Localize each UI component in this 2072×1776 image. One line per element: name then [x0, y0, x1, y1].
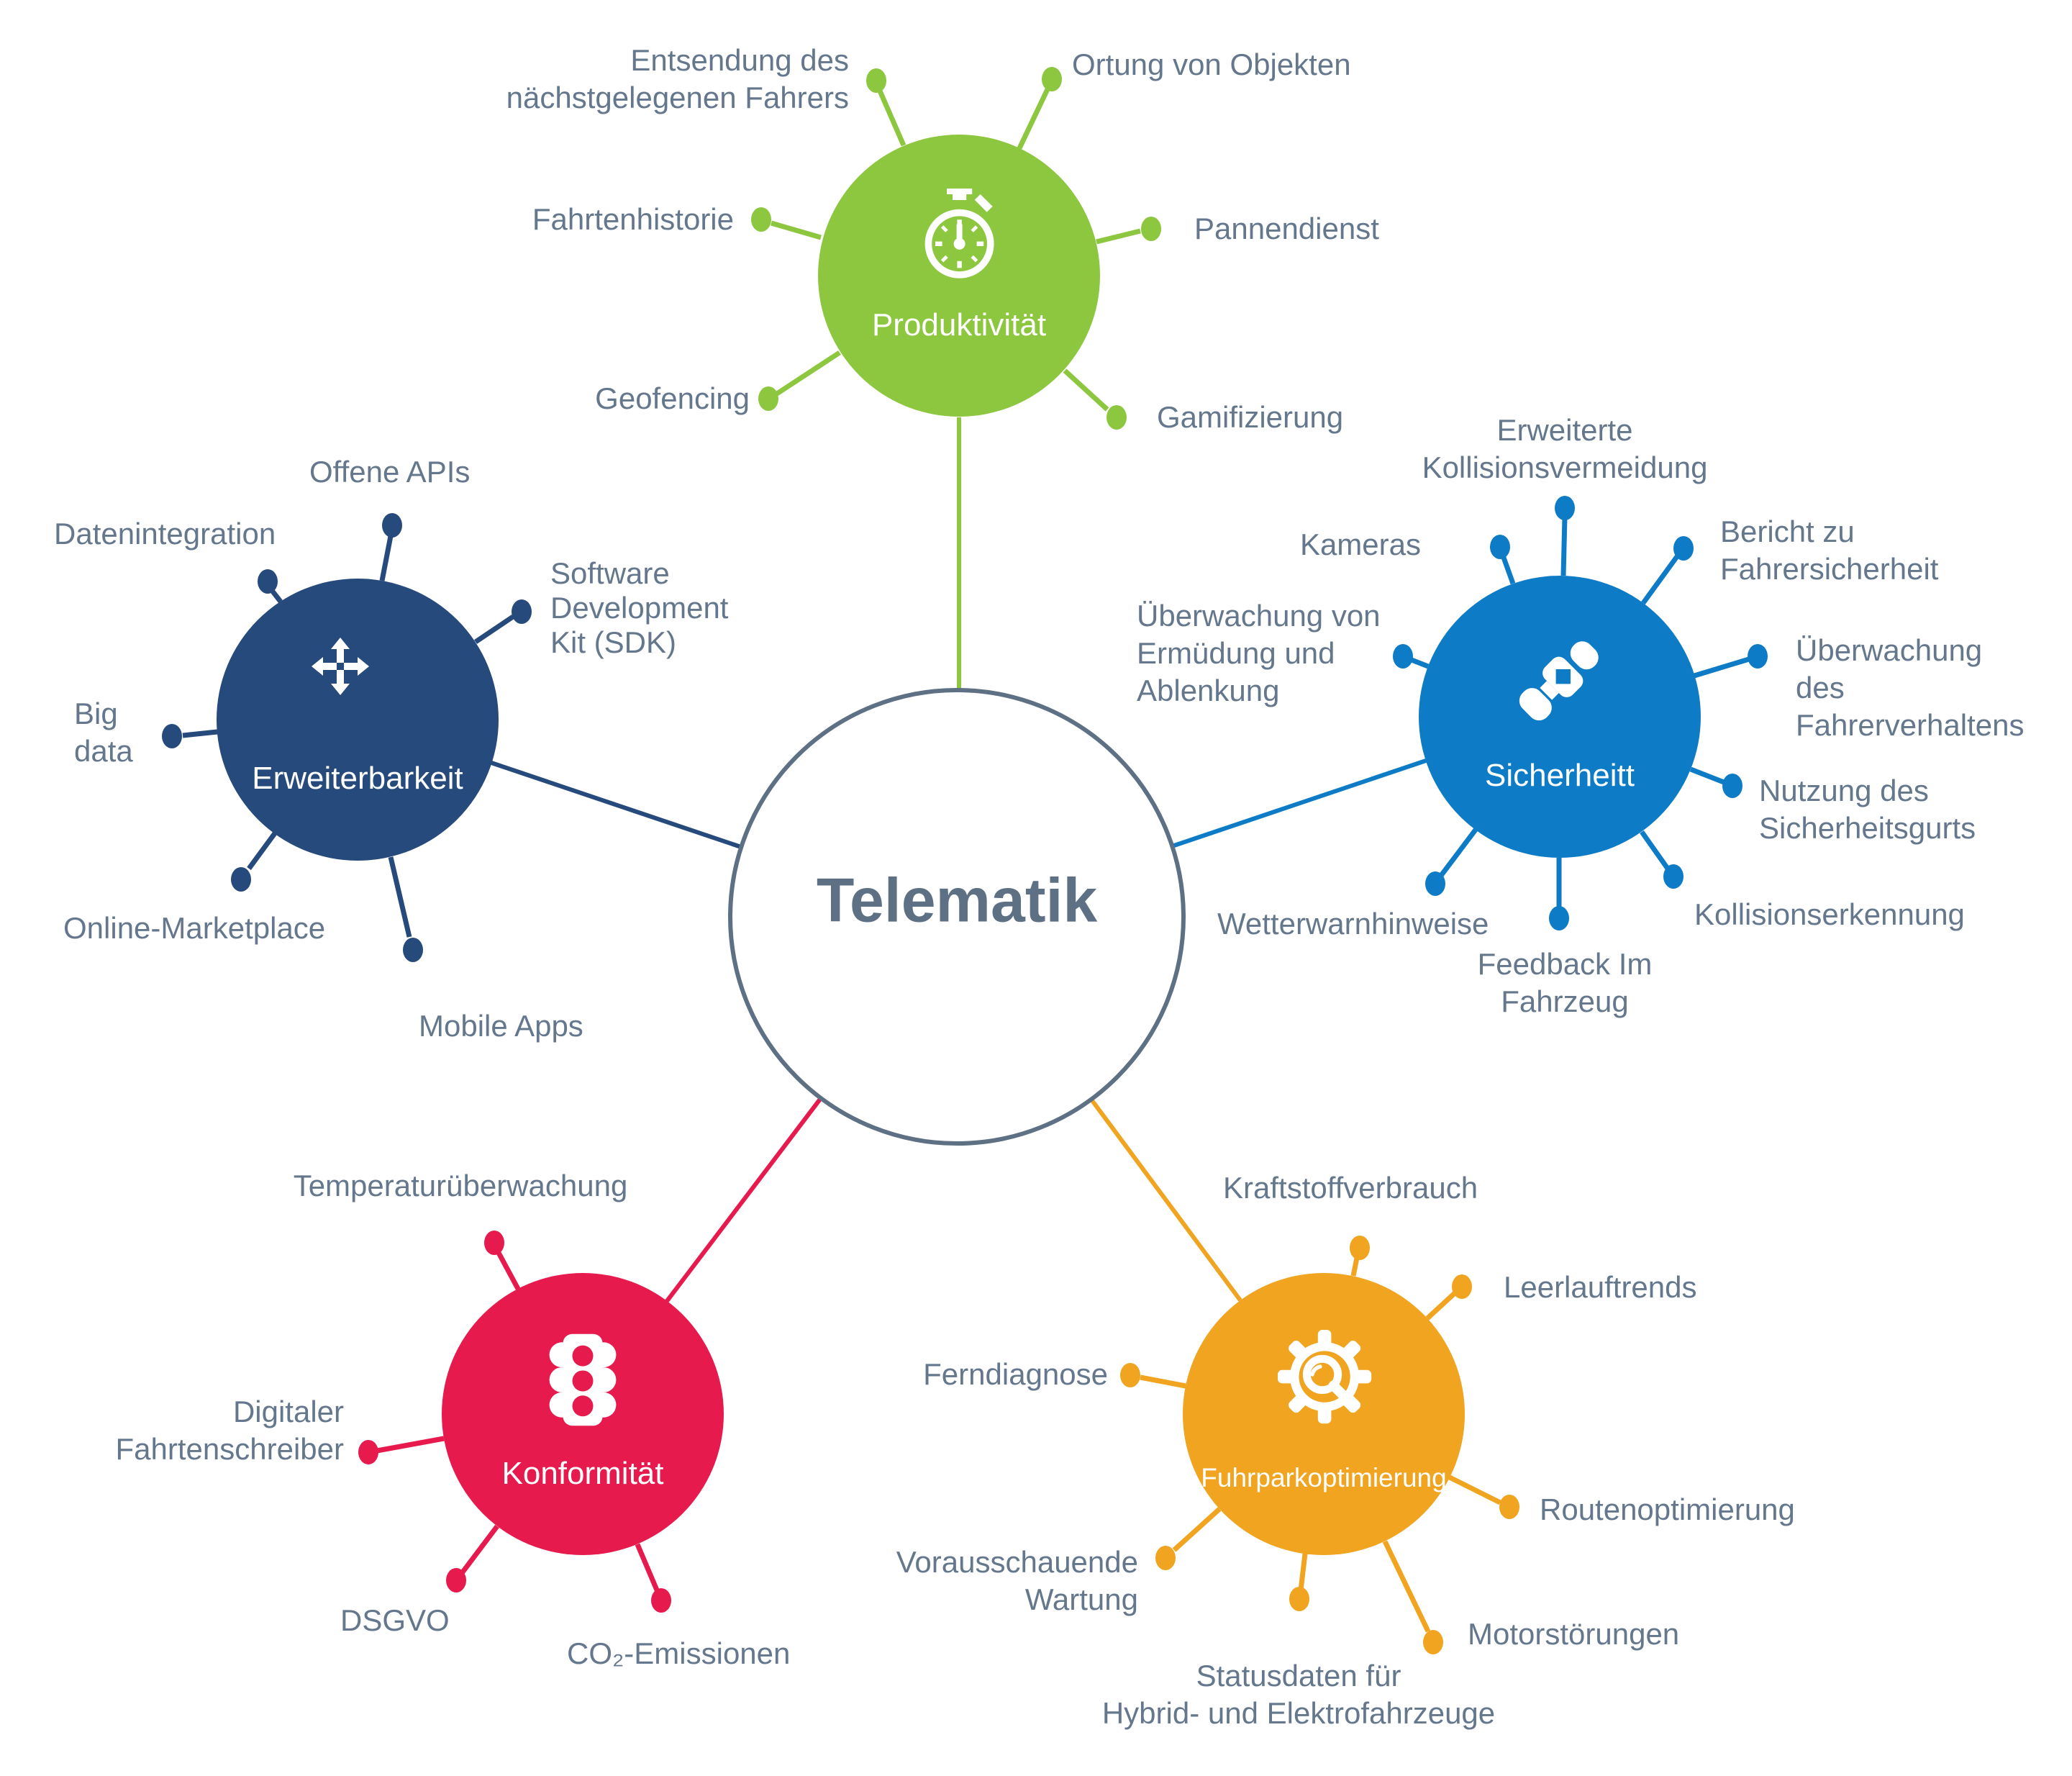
stopwatch-icon — [924, 189, 994, 278]
spoke-label-ueberwachung-fahrerverhalten: Überwachung des Fahrerverhaltens — [1796, 633, 2025, 742]
erweiterbarkeit-spoke-lines — [182, 535, 514, 938]
spoke-label-routenoptimierung: Routenoptimierung — [1540, 1492, 1795, 1526]
fuhrparkoptimierung-spoke-dots — [1120, 1236, 1519, 1654]
spoke-label-gamifizierung: Gamifizierung — [1157, 400, 1344, 434]
spoke-label-digitaler-fahrtenschreiber: Digitaler Fahrtenschreiber — [115, 1395, 344, 1466]
traffic-light-icon — [549, 1333, 617, 1426]
sicherheitt-spoke-dots — [1393, 496, 1768, 930]
spoke-label-online-marketplace: Online-Marketplace — [63, 911, 326, 945]
gear-magnifier-icon — [1278, 1330, 1372, 1424]
spoke-label-entsendung: Entsendung des nächstgelegenen Fahrers — [506, 43, 849, 114]
spoke-label-sdk: Software Development Kit (SDK) — [550, 556, 729, 659]
cluster-title-fuhrparkoptimierung: Fuhrparkoptimierung — [1201, 1463, 1447, 1492]
spoke-label-erweiterte-kollisionsvermeidung: Erweiterte Kollisionsvermeidung — [1422, 413, 1708, 484]
spoke-label-nutzung-sicherheitsgurt: Nutzung des Sicherheitsgurts — [1759, 774, 1976, 845]
telematik-hub — [728, 688, 1186, 1146]
produktivitaet-spoke-lines — [771, 88, 1141, 412]
spoke-label-vorausschauende-wartung: Vorausschauende Wartung — [896, 1545, 1138, 1616]
spoke-label-statusdaten: Statusdaten für Hybrid- und Elektrofahrz… — [1101, 1659, 1496, 1730]
spoke-label-fahrtenhistorie: Fahrtenhistorie — [532, 202, 734, 236]
spoke-label-kraftstoffverbrauch: Kraftstoffverbrauch — [1223, 1171, 1478, 1205]
spoke-label-pannendienst: Pannendienst — [1194, 212, 1379, 245]
spoke-label-dsgvo: DSGVO — [340, 1603, 450, 1637]
spoke-label-mobile-apps: Mobile Apps — [419, 1009, 583, 1043]
spoke-label-feedback-im-fahrzeug: Feedback Im Fahrzeug — [1477, 947, 1653, 1018]
sicherheitt-node — [1419, 576, 1701, 858]
spoke-label-wetterwarnhinweise: Wetterwarnhinweise — [1217, 907, 1489, 941]
sicherheitt-spoke-lines — [1410, 516, 1750, 908]
cluster-title-erweiterbarkeit: Erweiterbarkeit — [252, 761, 463, 796]
spoke-label-ferndiagnose: Ferndiagnose — [923, 1357, 1108, 1391]
konformitaet-spoke-lines — [376, 1250, 660, 1593]
produktivitaet-spoke-dots — [751, 67, 1161, 430]
spoke-label-ueberwachung-ermuedung: Überwachung von Ermüdung und Ablenkung — [1137, 599, 1381, 707]
spoke-label-datenintegration: Datenintegration — [54, 517, 276, 551]
spoke-label-offene-apis: Offene APIs — [309, 455, 471, 489]
hub-title: Telematik — [816, 866, 1098, 935]
seatbelt-icon — [1519, 641, 1599, 721]
cluster-title-produktivitaet: Produktivität — [871, 307, 1047, 343]
cluster-title-konformitaet: Konformität — [501, 1456, 664, 1491]
cluster-title-sicherheitt: Sicherheitt — [1485, 758, 1635, 793]
spoke-label-big-data: Big data — [74, 697, 133, 768]
spoke-label-motorstoerungen: Motorstörungen — [1468, 1617, 1680, 1651]
spoke-label-bericht-fahrersicherheit: Bericht zu Fahrersicherheit — [1720, 515, 1939, 586]
fuhrparkoptimierung-spoke-lines — [1140, 1257, 1501, 1633]
expand-arrows-icon — [312, 638, 369, 695]
spoke-label-kollisionserkennung: Kollisionserkennung — [1694, 897, 1965, 931]
spoke-label-co2-emissionen: CO₂-Emissionen — [567, 1636, 791, 1670]
spoke-label-kameras: Kameras — [1299, 527, 1421, 561]
erweiterbarkeit-spoke-dots — [162, 513, 532, 962]
konformitaet-spoke-dots — [358, 1231, 671, 1613]
spoke-label-geofencing: Geofencing — [595, 381, 750, 415]
spoke-label-leerlauftrends: Leerlauftrends — [1504, 1270, 1697, 1304]
erweiterbarkeit-node — [217, 579, 499, 861]
hub-connector-lines — [491, 417, 1427, 1302]
spoke-label-temperaturueberwachung: Temperaturüberwachung — [293, 1169, 628, 1202]
spoke-label-ortung: Ortung von Objekten — [1072, 47, 1351, 81]
